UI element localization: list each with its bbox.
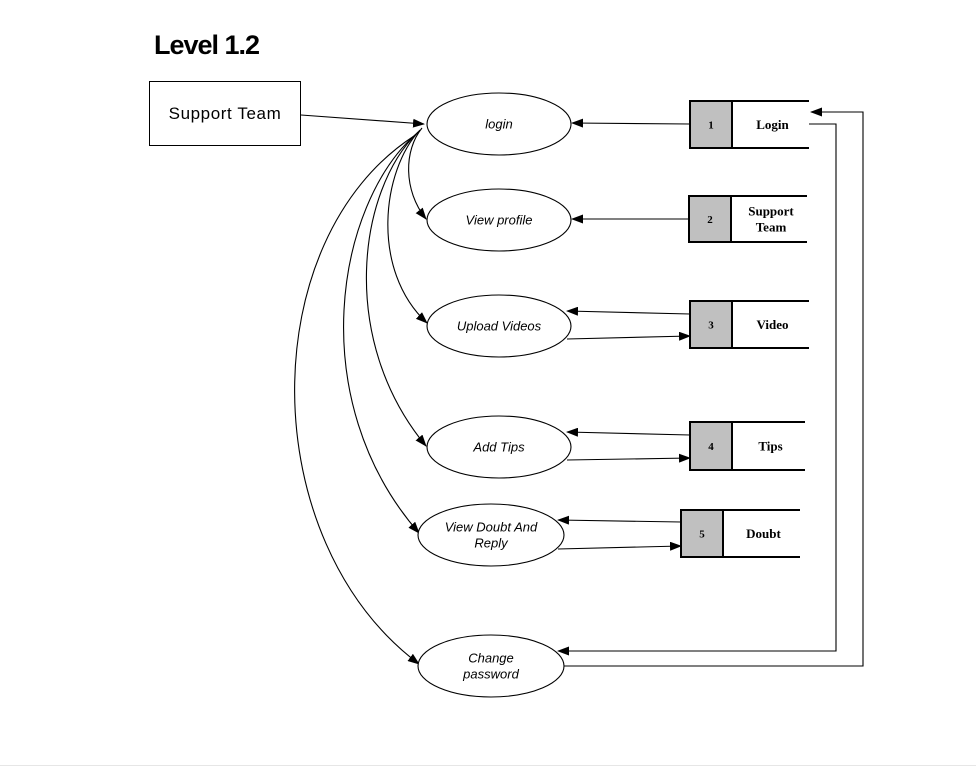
data-store-number: 3 <box>708 320 714 332</box>
data-store-number: 5 <box>699 529 705 541</box>
process-change-password-label: Change <box>468 651 514 666</box>
process-view-doubt-label: Reply <box>474 536 509 551</box>
data-store-label: Login <box>756 117 789 132</box>
flow-store4-to-add-tips <box>566 427 691 437</box>
process-change-password-label: password <box>462 667 519 682</box>
data-store-number-box <box>689 300 733 349</box>
data-store-number: 1 <box>708 120 714 132</box>
process-login-bubble <box>426 92 572 156</box>
data-store-number-box <box>689 421 733 471</box>
external-entity-label: Support Team <box>168 103 282 123</box>
process-add-tips-bubble <box>426 415 572 479</box>
external-entity-support-team: Support Team <box>149 81 301 146</box>
page-bottom-divider <box>0 765 976 766</box>
process-view-profile-label: View profile <box>466 213 533 228</box>
flow-login-to-view-profile <box>408 127 427 220</box>
flow-store1-to-change-password <box>557 123 837 656</box>
data-store-number-box <box>680 509 724 558</box>
process-view-doubt-bubble <box>417 503 565 567</box>
flow-change-password-to-store1 <box>563 107 864 667</box>
data-store-number: 2 <box>707 214 713 226</box>
data-store-label: Doubt <box>746 526 781 541</box>
flow-upload-videos-to-store3 <box>566 331 691 341</box>
process-change-password-bubble <box>417 634 565 698</box>
flow-store5-to-view-doubt <box>557 515 682 525</box>
process-upload-videos-bubble <box>426 294 572 358</box>
flow-login-to-change-password <box>294 135 420 665</box>
process-upload-videos: Upload Videos <box>426 294 572 358</box>
process-login-label: login <box>485 117 512 132</box>
flow-login-to-add-tips <box>365 131 427 447</box>
flow-login-to-view-doubt <box>343 133 420 534</box>
flow-login-to-upload-videos <box>387 129 428 324</box>
data-store-5: 5 Doubt <box>680 509 800 558</box>
flow-view-doubt-to-store5 <box>557 541 682 551</box>
process-view-doubt-label: View Doubt And <box>445 520 538 535</box>
data-store-4: 4 Tips <box>689 421 805 471</box>
flow-store3-to-upload-videos <box>566 306 691 316</box>
data-store-number: 4 <box>708 441 714 453</box>
process-add-tips-label: Add Tips <box>472 440 525 455</box>
data-store-1: 1 Login <box>689 100 809 149</box>
data-store-number-box <box>688 195 732 243</box>
data-store-label: Team <box>756 220 787 235</box>
flow-entity-to-login <box>300 114 425 128</box>
diagram-title: Level 1.2 <box>154 30 260 60</box>
data-store-label: Support <box>748 204 794 219</box>
process-add-tips: Add Tips <box>426 415 572 479</box>
flow-store1-to-login <box>571 118 691 128</box>
data-store-label: Video <box>756 317 788 332</box>
process-login: login <box>426 92 572 156</box>
process-upload-videos-label: Upload Videos <box>457 319 542 334</box>
process-view-profile-bubble <box>426 188 572 252</box>
data-store-number-box <box>689 100 733 149</box>
data-store-label: Tips <box>758 439 782 454</box>
process-view-profile: View profile <box>426 188 572 252</box>
flow-add-tips-to-store4 <box>566 453 691 463</box>
data-store-3: 3 Video <box>689 300 809 349</box>
